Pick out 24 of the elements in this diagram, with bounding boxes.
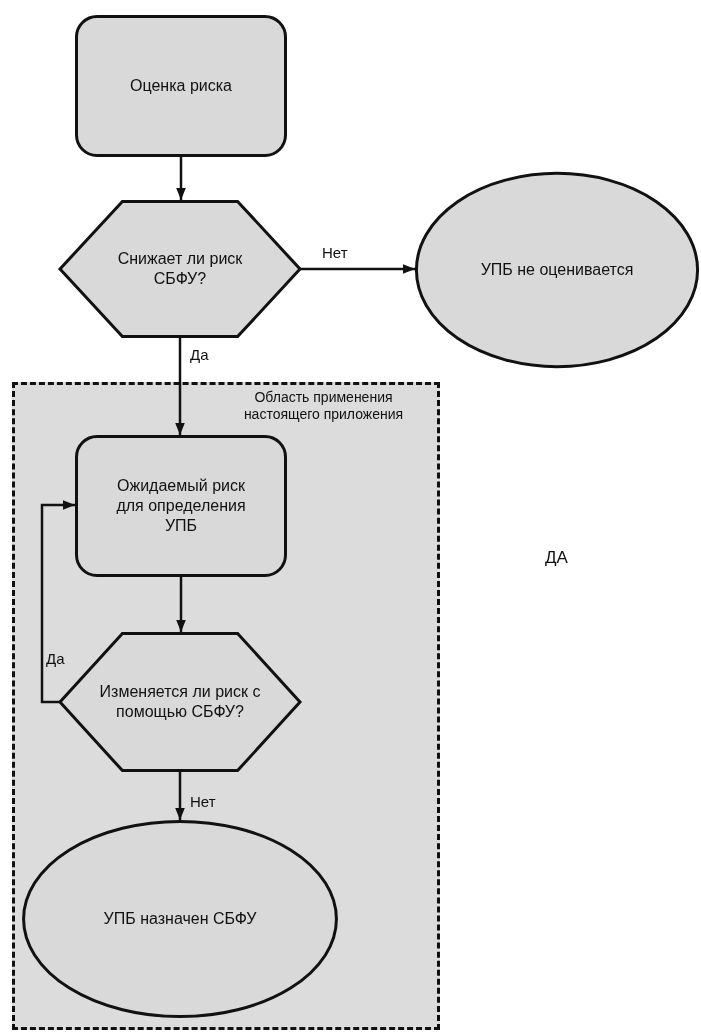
arrow bbox=[300, 264, 415, 274]
node-text: Оценка риска bbox=[130, 76, 232, 96]
arrow bbox=[175, 338, 185, 435]
arrow bbox=[176, 157, 186, 200]
edge-label: Нет bbox=[322, 244, 348, 262]
edge-label: Да bbox=[190, 346, 209, 364]
region-title: Область применения настоящего приложения bbox=[242, 389, 405, 423]
node-text: Ожидаемый риск для определения УПБ bbox=[115, 476, 247, 536]
terminal-ellipse bbox=[415, 172, 699, 368]
arrow bbox=[176, 577, 186, 632]
node-text: Изменяется ли риск с помощью СБФУ? bbox=[98, 682, 262, 722]
node-text: УПБ назначен СБФУ bbox=[103, 909, 257, 929]
scope-region bbox=[12, 382, 440, 1030]
node-text: УПБ не оценивается bbox=[480, 260, 634, 280]
edge-label: Да bbox=[46, 650, 65, 668]
process-box bbox=[75, 15, 287, 157]
process-box bbox=[75, 435, 287, 577]
edge-label: Нет bbox=[190, 793, 216, 811]
terminal-ellipse bbox=[22, 820, 338, 1018]
arrow bbox=[40, 500, 75, 704]
note-text: ДА bbox=[545, 548, 568, 568]
node-text: Снижает ли риск СБФУ? bbox=[116, 249, 244, 289]
arrow bbox=[175, 772, 185, 820]
decision-hexagon bbox=[60, 200, 300, 338]
